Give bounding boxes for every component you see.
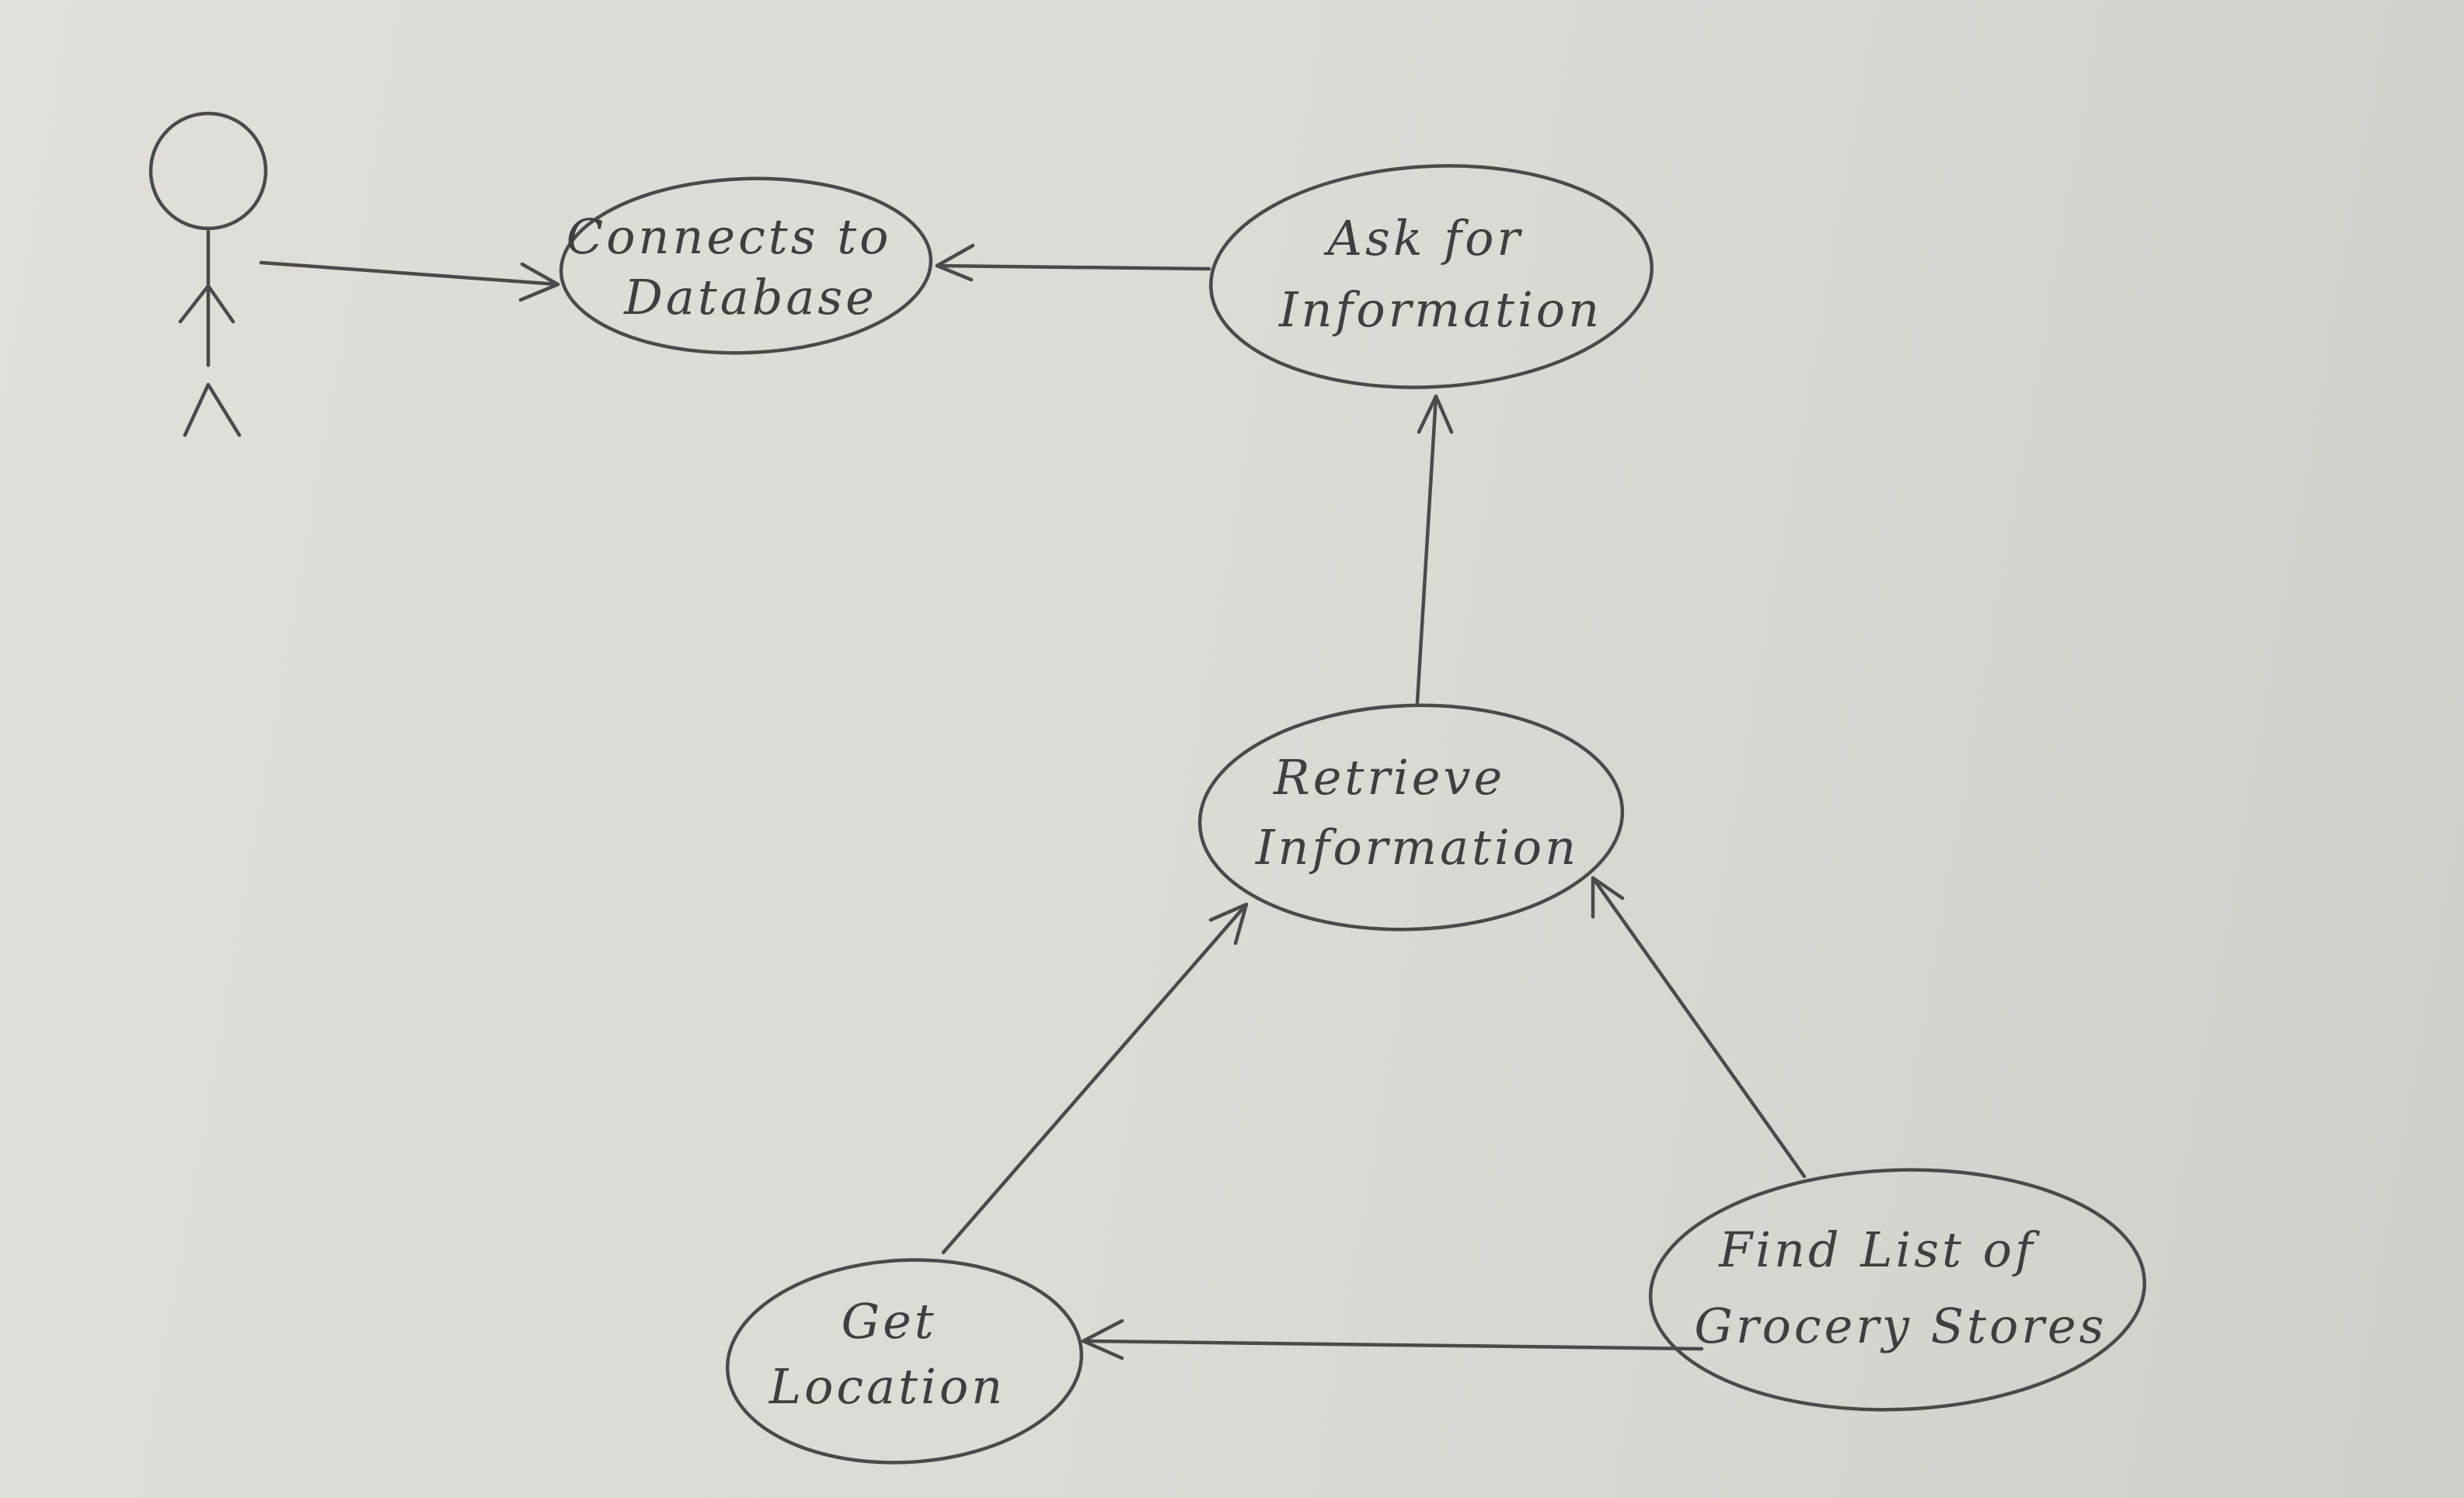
- svg-text:Connects to Database: Connects to Database: [566, 208, 910, 326]
- use-case-label-line-2: Database: [623, 269, 877, 326]
- use-case-get-location: Get Location: [725, 1258, 1084, 1465]
- use-case-connects-to-database: Connects to Database: [559, 176, 933, 355]
- svg-text:Ask for Information: Ask for Information: [1278, 210, 1602, 338]
- use-case-label-line-2: Grocery Stores: [1694, 1298, 2107, 1354]
- use-case-label-line-2: Information: [1255, 819, 1579, 876]
- use-case-label-line-2: Information: [1278, 281, 1602, 338]
- use-case-find-list-of-grocery-stores: Find List of Grocery Stores: [1648, 1168, 2147, 1412]
- actor-legs: [183, 382, 242, 437]
- actor-arms: [178, 284, 235, 324]
- use-case-label-line-1: Get: [842, 1293, 937, 1350]
- svg-text:Get Location: Get Location: [768, 1293, 1005, 1415]
- svg-text:Find List of Grocery: Find List of Grocery Stores: [1694, 1221, 2107, 1354]
- arrow-find-list-to-get-location: [1081, 1319, 1704, 1360]
- arrow-retrieve-to-ask: [1415, 394, 1454, 705]
- use-case-label-line-1: Connects to: [566, 208, 892, 265]
- use-case-ask-for-information: Ask for Information: [1209, 164, 1654, 389]
- actor-head: [148, 111, 268, 231]
- actor-stick-figure: [148, 111, 268, 437]
- arrow-find-list-to-retrieve: [1591, 876, 1807, 1179]
- arrow-ask-to-connects: [935, 243, 1211, 282]
- use-case-label-line-1: Ask for: [1323, 210, 1523, 267]
- use-case-retrieve-information: Retrieve Information: [1197, 703, 1625, 932]
- svg-text:Retrieve Information: Retrieve Information: [1255, 749, 1579, 876]
- arrow-actor-to-connects: [259, 260, 560, 302]
- use-case-label-line-1: Retrieve: [1273, 749, 1505, 806]
- use-case-label-line-2: Location: [768, 1358, 1005, 1415]
- use-case-label-line-1: Find List of: [1718, 1221, 2041, 1278]
- arrow-get-location-to-retrieve: [941, 902, 1249, 1255]
